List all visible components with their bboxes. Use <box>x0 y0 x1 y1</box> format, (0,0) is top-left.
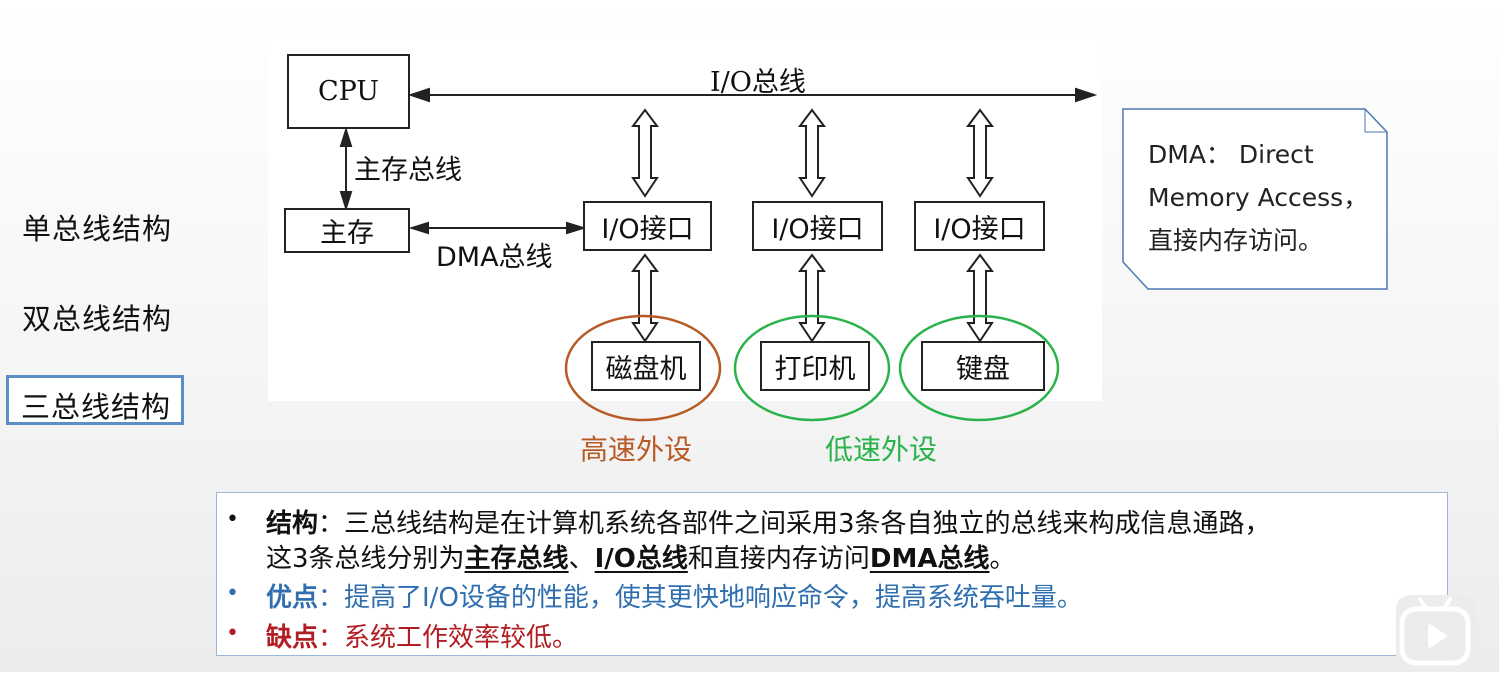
structure-text: ：三总线结构是在计算机系统各部件之间采用3条各自独立的总线来构成信息通路， <box>318 509 1271 539</box>
note-text: DMA： Direct Memory Access， 直接内存访问。 <box>1148 133 1368 262</box>
bullet-structure: • <box>226 507 239 532</box>
bullet-disadvantage: • <box>226 621 239 646</box>
device-disk: 磁盘机 <box>591 341 701 391</box>
advantage-line: 优点：提高了I/O设备的性能，使其更快地响应命令，提高系统吞吐量。 <box>266 577 1083 614</box>
bus-term-main: 主存总线 <box>464 544 569 574</box>
main-memory-bus-line <box>339 126 353 212</box>
bus-end: 。 <box>989 544 1016 574</box>
structure-line-1: 结构：三总线结构是在计算机系统各部件之间采用3条各自独立的总线来构成信息通路， <box>266 503 1271 540</box>
bus-term-dma: DMA总线 <box>869 544 990 574</box>
dma-bus-line <box>408 221 587 235</box>
bus-mid: 和直接内存访问 <box>687 544 870 574</box>
note-line-1: DMA： Direct <box>1148 140 1314 169</box>
device-keyboard: 键盘 <box>921 341 1045 391</box>
nav-triple-bus[interactable]: 三总线结构 <box>6 375 184 425</box>
device-printer-label: 打印机 <box>774 353 856 385</box>
device-printer: 打印机 <box>760 341 870 391</box>
play-icon[interactable] <box>1396 595 1476 670</box>
disadvantage-label: 缺点 <box>266 623 319 653</box>
device-keyboard-label: 键盘 <box>956 353 1010 385</box>
low-speed-ellipse-keyboard <box>898 314 1060 422</box>
cpu-label: CPU <box>317 76 380 107</box>
dma-bus-label: DMA总线 <box>436 242 553 273</box>
low-speed-label: 低速外设 <box>825 433 938 466</box>
io-interface-keyboard: I/O接口 <box>914 201 1045 251</box>
bus-sep: 、 <box>568 544 595 574</box>
high-speed-label: 高速外设 <box>580 433 693 466</box>
main-memory-box: 主存 <box>284 208 410 253</box>
main-memory-label: 主存 <box>320 218 374 249</box>
io-bus-label: I/O总线 <box>710 67 806 98</box>
structure-line-2-pre: 这3条总线分别为 <box>266 544 465 574</box>
io-interface-disk: I/O接口 <box>583 201 712 251</box>
note-folded-corner <box>1364 109 1387 133</box>
io-interface-label: I/O接口 <box>601 213 694 245</box>
disadvantage-text: ：系统工作效率较低。 <box>318 623 579 653</box>
structure-label: 结构 <box>266 509 319 539</box>
bus-term-io: I/O总线 <box>594 544 688 574</box>
main-bus-label: 主存总线 <box>354 155 462 186</box>
io-interface-printer: I/O接口 <box>752 201 883 251</box>
description-box <box>216 492 1448 656</box>
note-line-2: Memory Access， <box>1148 183 1369 212</box>
bullet-advantage: • <box>226 581 239 606</box>
cpu-box: CPU <box>287 54 410 129</box>
note-line-3: 直接内存访问。 <box>1148 226 1324 255</box>
io-bus-line <box>407 87 1098 103</box>
io-interface-label: I/O接口 <box>933 213 1026 245</box>
io-interface-label: I/O接口 <box>771 213 864 245</box>
advantage-text: ：提高了I/O设备的性能，使其更快地响应命令，提高系统吞吐量。 <box>318 583 1083 613</box>
nav-single-bus[interactable]: 单总线结构 <box>22 212 173 246</box>
high-speed-ellipse <box>564 314 722 422</box>
structure-line-2: 这3条总线分别为主存总线、I/O总线和直接内存访问DMA总线。 <box>266 538 1015 575</box>
device-disk-label: 磁盘机 <box>605 353 687 385</box>
nav-dual-bus[interactable]: 双总线结构 <box>22 302 173 336</box>
disadvantage-line: 缺点：系统工作效率较低。 <box>266 617 578 654</box>
advantage-label: 优点 <box>266 583 319 613</box>
low-speed-ellipse-printer <box>733 314 891 422</box>
nav-triple-bus-label: 三总线结构 <box>21 390 172 424</box>
